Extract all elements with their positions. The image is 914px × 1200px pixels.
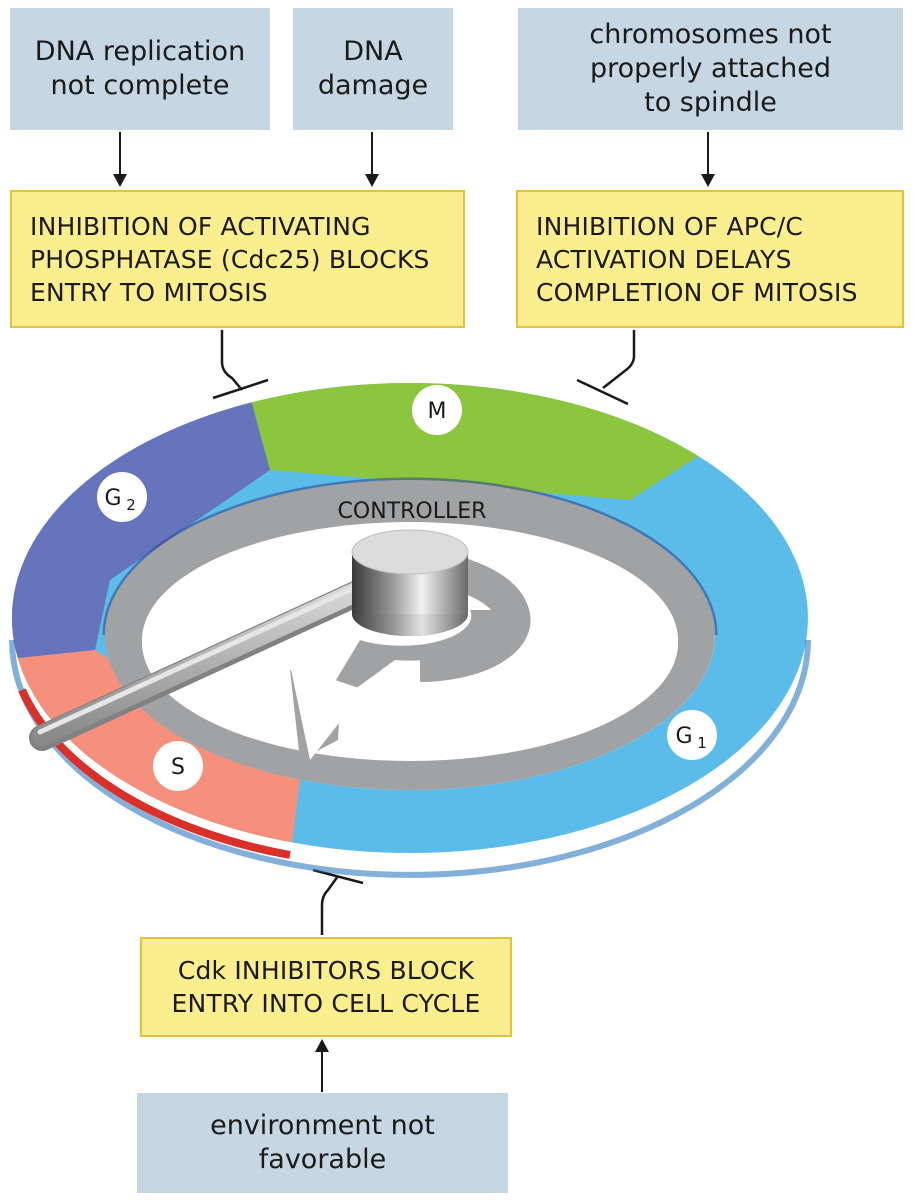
checkpoint-line: COMPLETION OF MITOSIS [536,277,858,307]
controller-arm [29,579,373,751]
signal-line: to spindle [644,87,777,118]
arrow-dna-damage [365,132,379,187]
checkpoint-line: ENTRY INTO CELL CYCLE [171,989,481,1018]
signal-line: properly attached [589,53,832,84]
checkpoint-g2-m: INHIBITION OF ACTIVATING PHOSPHATASE (Cd… [10,190,465,328]
ring-rim [9,639,811,878]
signal-line: chromosomes not [589,19,832,50]
phase-g2-sub: 2 [126,496,136,514]
checkpoint-line: ENTRY TO MITOSIS [30,277,268,307]
signal-line: favorable [258,1144,387,1175]
signal-line: environment not [210,1110,435,1141]
arrow-chromosomes [701,132,715,187]
phase-g1-label: G 1 [667,710,717,760]
controller-label: CONTROLLER [338,499,487,524]
checkpoint-metaphase-anaphase: INHIBITION OF APC/C ACTIVATION DELAYS CO… [516,190,904,328]
phase-m-label: M [412,385,462,435]
phase-s-label: S [153,741,203,791]
controller-hub [351,529,469,636]
signal-line: damage [317,70,429,101]
phase-g1-text: G [675,724,692,749]
signal-dna-damage: DNA damage [293,8,453,130]
arrow-dna-replication [113,132,127,187]
signal-environment-unfavorable: environment not favorable [137,1093,508,1193]
checkpoint-line: INHIBITION OF ACTIVATING [30,211,371,241]
phase-s-text: S [171,755,185,780]
signal-chromosomes-unattached: chromosomes not properly attached to spi… [518,8,903,130]
inhibition-g2-m [212,330,269,400]
inhibition-metaphase [576,330,636,406]
signal-line: DNA replication [34,36,246,67]
checkpoint-g1: Cdk INHIBITORS BLOCK ENTRY INTO CELL CYC… [140,937,512,1037]
checkpoint-line: PHOSPHATASE (Cdc25) BLOCKS [30,244,430,274]
ring-rim-s [18,688,291,859]
arrow-environment [315,1039,329,1092]
checkpoint-line: Cdk INHIBITORS BLOCK [177,956,475,985]
signal-line: not complete [50,70,230,101]
phase-g2-text: G [104,486,121,511]
phase-g1-sub: 1 [697,734,707,752]
checkpoint-line: INHIBITION OF APC/C [536,211,804,241]
checkpoint-line: ACTIVATION DELAYS [536,244,792,274]
phase-g2-label: G 2 [97,472,147,522]
phase-m-text: M [428,399,447,424]
inhibition-g1 [312,868,364,935]
signal-line: DNA [343,36,403,67]
signal-dna-replication-incomplete: DNA replication not complete [10,8,270,130]
